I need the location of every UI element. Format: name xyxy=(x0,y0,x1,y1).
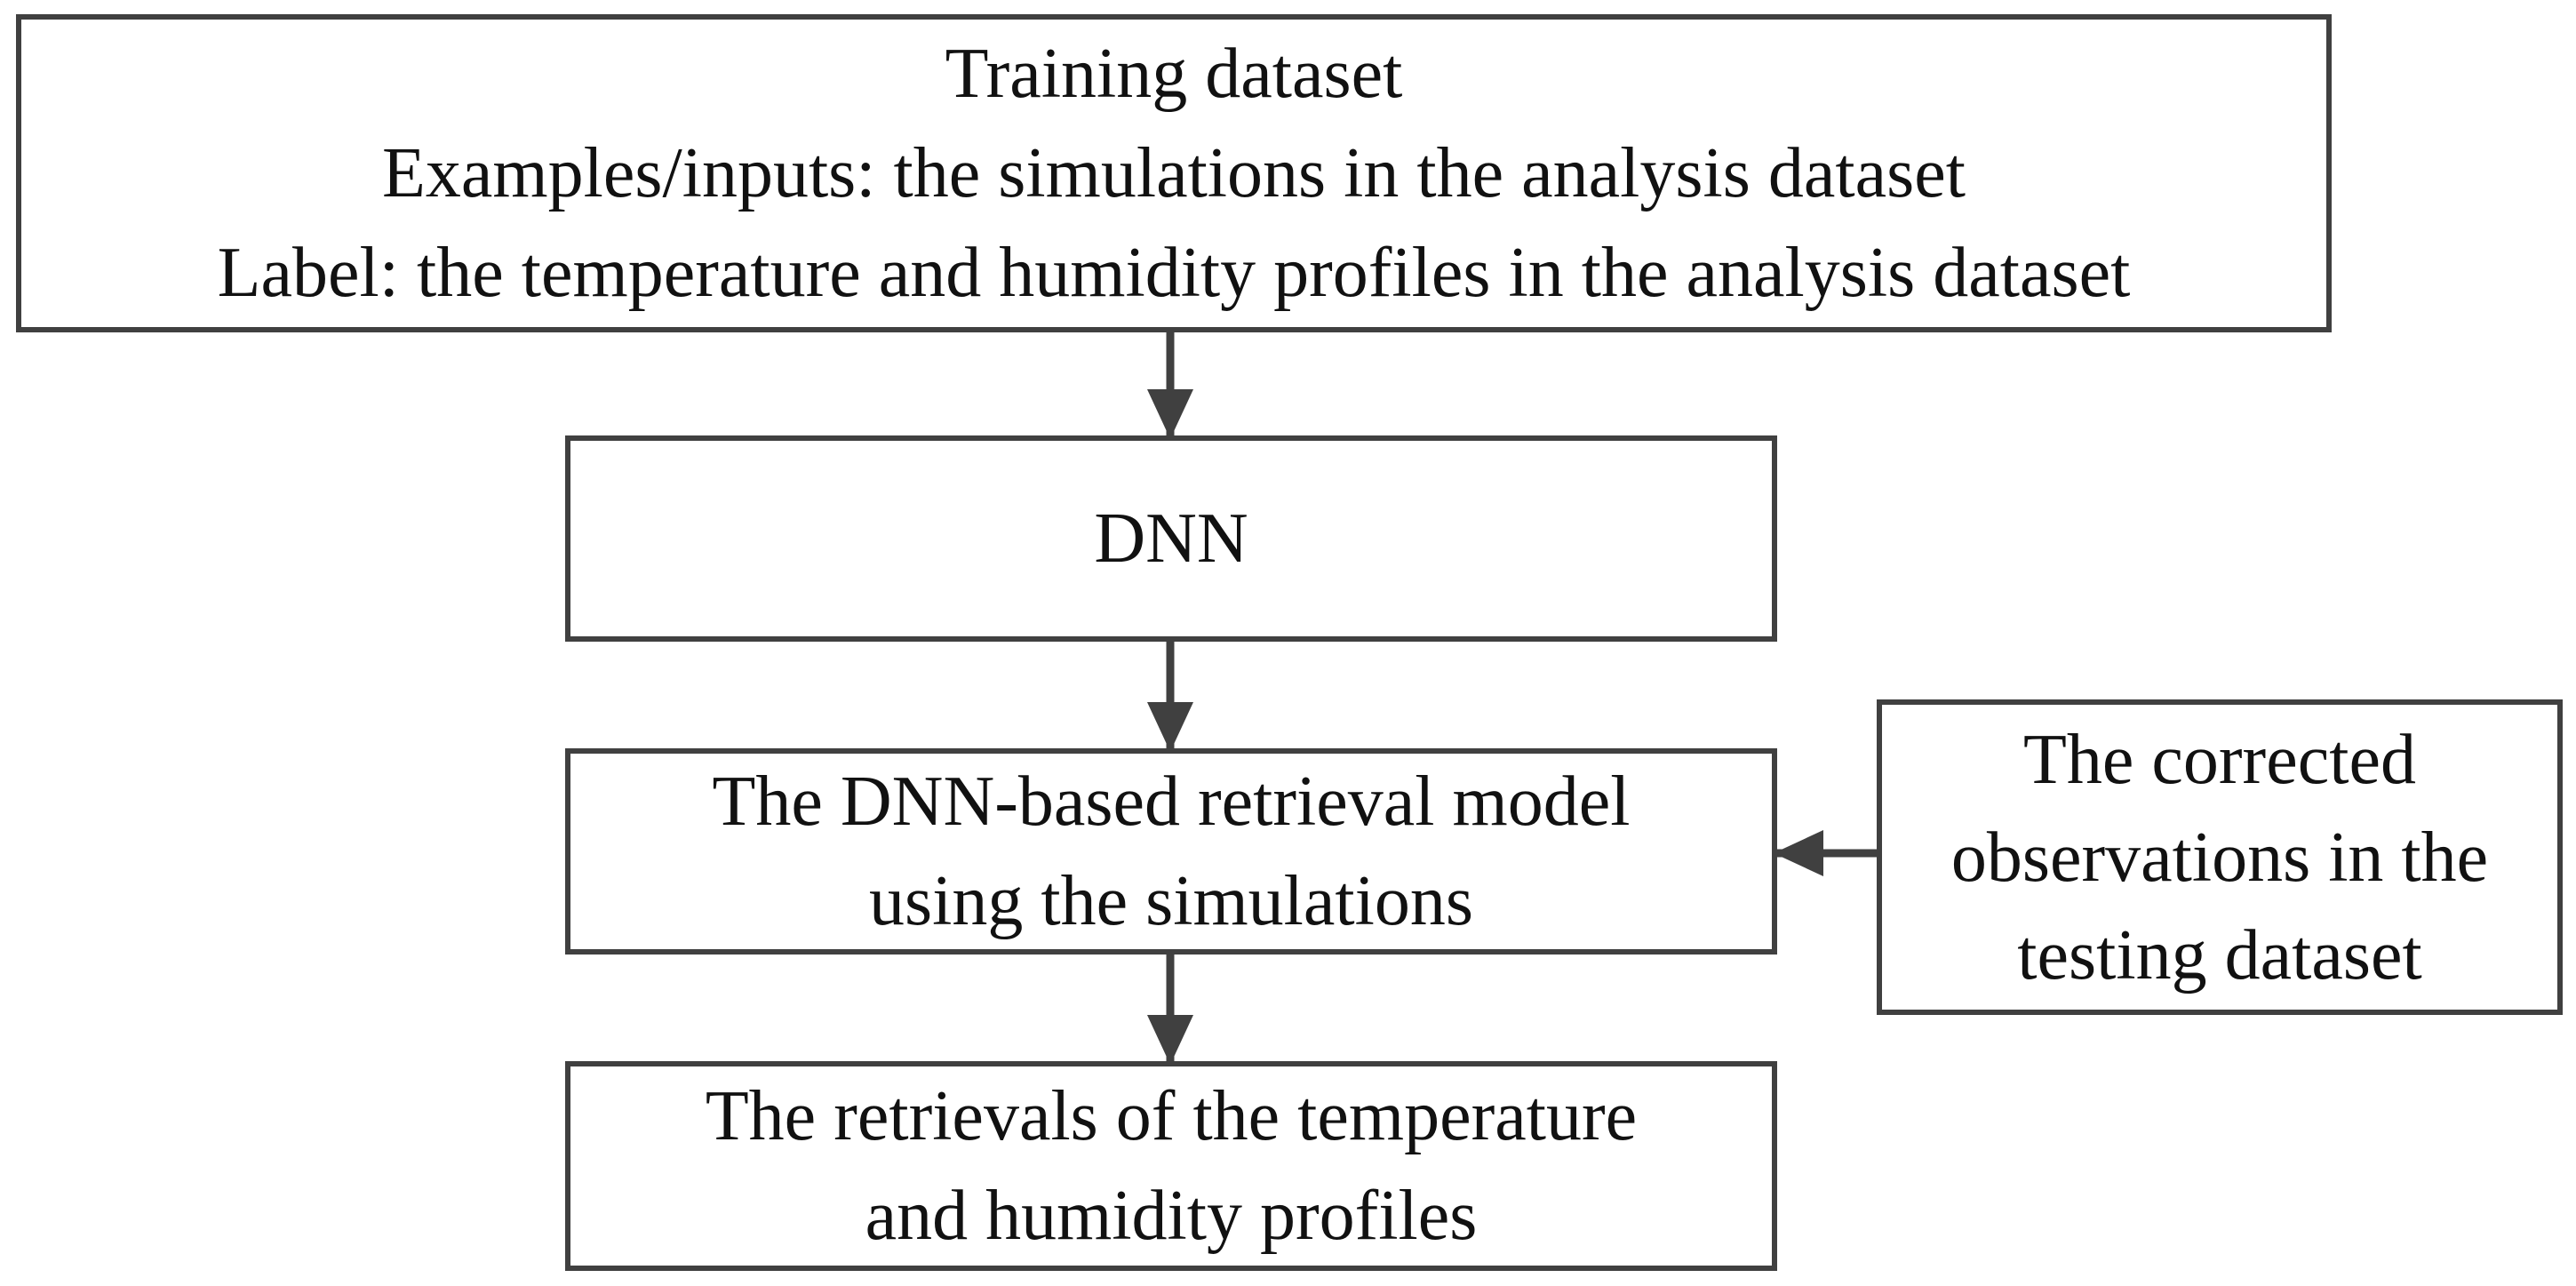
corrected-observations-box: The corrected observations in the testin… xyxy=(1877,699,2563,1015)
corrected-observations-line-1: The corrected xyxy=(2023,720,2416,799)
corrected-observations-line-3: testing dataset xyxy=(2017,915,2422,994)
corrected-observations-line-2: observations in the xyxy=(1950,818,2489,897)
training-dataset-inputs: Examples/inputs: the simulations in the … xyxy=(382,134,1966,212)
dnn-box: DNN xyxy=(565,435,1777,642)
retrieval-model-line-1: The DNN-based retrieval model xyxy=(712,763,1631,841)
training-dataset-title: Training dataset xyxy=(945,35,1403,113)
dnn-label: DNN xyxy=(1094,499,1248,578)
training-dataset-box: Training dataset Examples/inputs: the si… xyxy=(16,14,2332,332)
retrieval-model-line-2: using the simulations xyxy=(869,862,1473,940)
training-dataset-label: Label: the temperature and humidity prof… xyxy=(217,234,2131,312)
retrievals-line-2: and humidity profiles xyxy=(865,1177,1478,1255)
retrievals-line-1: The retrievals of the temperature xyxy=(705,1077,1638,1155)
retrieval-model-box: The DNN-based retrieval model using the … xyxy=(565,748,1777,955)
retrievals-box: The retrievals of the temperature and hu… xyxy=(565,1061,1777,1271)
